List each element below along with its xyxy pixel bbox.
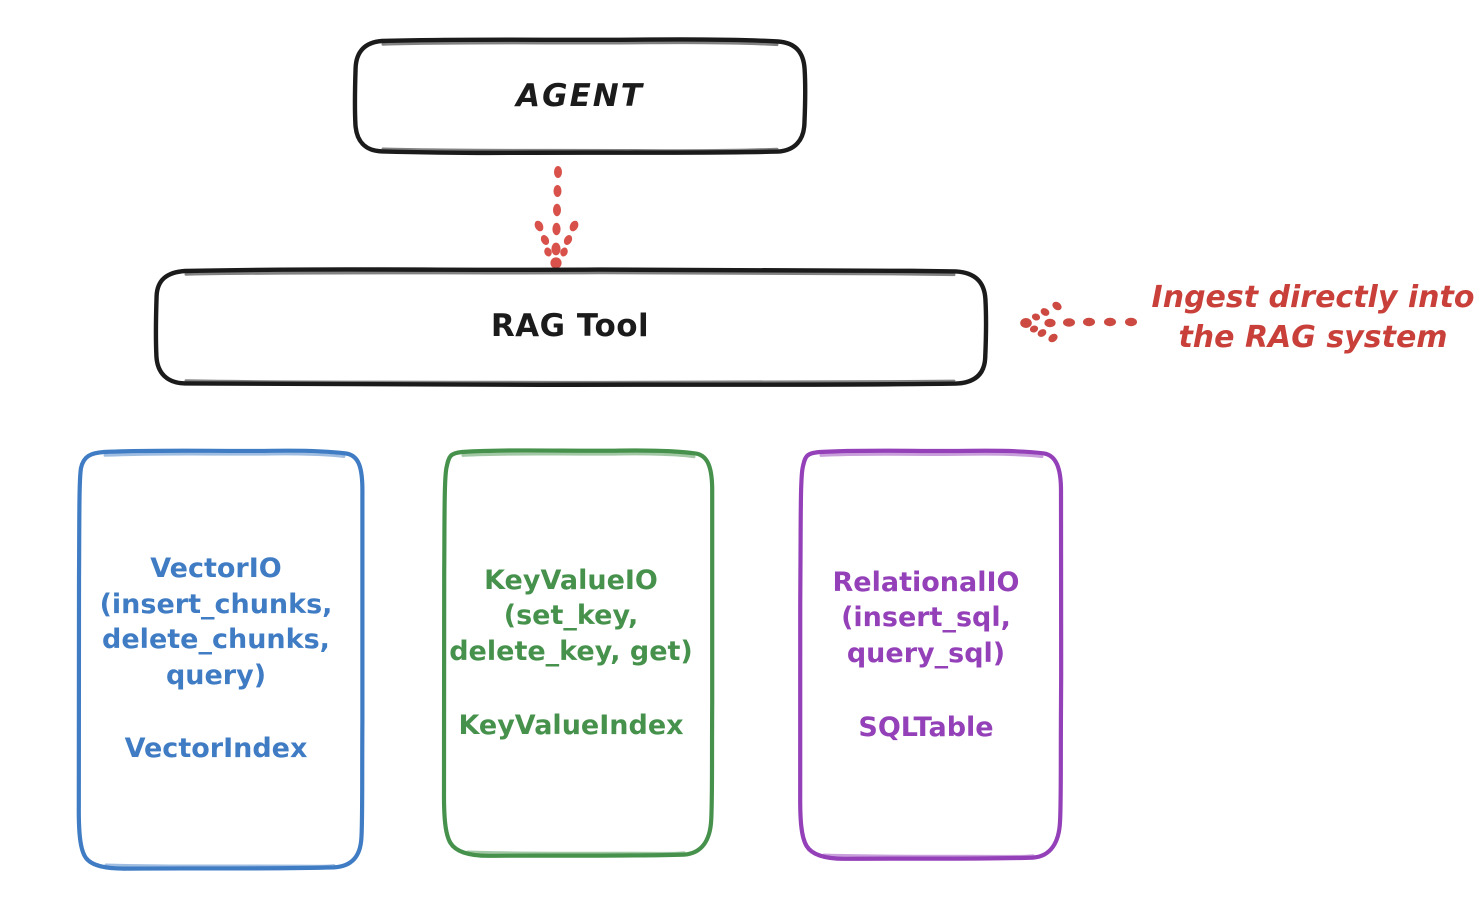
ingest-to-ragtool-arrow bbox=[1020, 301, 1137, 343]
agent-node-outline[interactable] bbox=[352, 37, 808, 156]
agent-to-ragtool-arrow bbox=[534, 166, 579, 269]
keyvalueio-node-outline[interactable] bbox=[441, 448, 715, 858]
relationalio-node-outline[interactable] bbox=[798, 448, 1064, 861]
ragtool-node-outline[interactable] bbox=[153, 267, 989, 388]
vectorio-node-outline[interactable] bbox=[76, 448, 365, 871]
